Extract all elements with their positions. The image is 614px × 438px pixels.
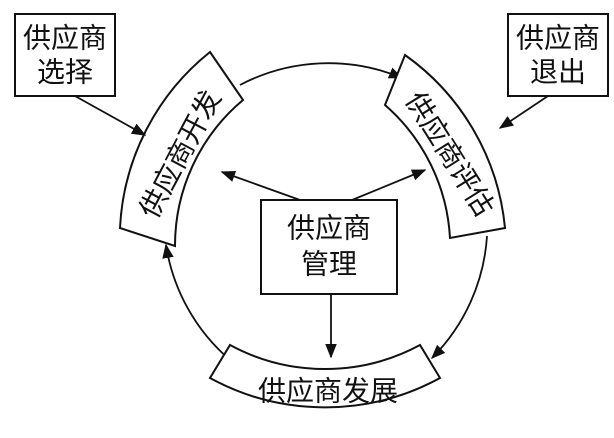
exit-box-line1: 供应商 [516, 22, 600, 55]
arrow-center-to-evaluate [351, 169, 427, 201]
cycle-arc-develop-to-evaluate [239, 62, 404, 86]
cycle-arc-evaluate-to-growth [430, 235, 488, 360]
exit-box: 供应商 退出 [507, 13, 609, 97]
selection-box: 供应商 选择 [14, 13, 116, 97]
center-box: 供应商 管理 [260, 199, 398, 295]
arrow-exit-to-evaluate [498, 95, 549, 129]
arrow-center-to-develop [220, 170, 301, 201]
selection-box-line1: 供应商 [23, 22, 107, 55]
cycle-arc-growth-to-develop [162, 243, 231, 361]
exit-box-line2: 退出 [530, 56, 586, 89]
center-box-line1: 供应商 [287, 212, 371, 245]
stage-growth-label: 供应商发展 [258, 375, 398, 408]
stage-develop: 供应商开发 [118, 50, 245, 248]
selection-box-line2: 选择 [37, 56, 93, 89]
stage-evaluate: 供应商评估 [383, 53, 507, 240]
center-box-line2: 管理 [301, 248, 357, 281]
arrow-selection-to-develop [74, 95, 147, 136]
stage-growth: 供应商发展 [208, 343, 442, 409]
